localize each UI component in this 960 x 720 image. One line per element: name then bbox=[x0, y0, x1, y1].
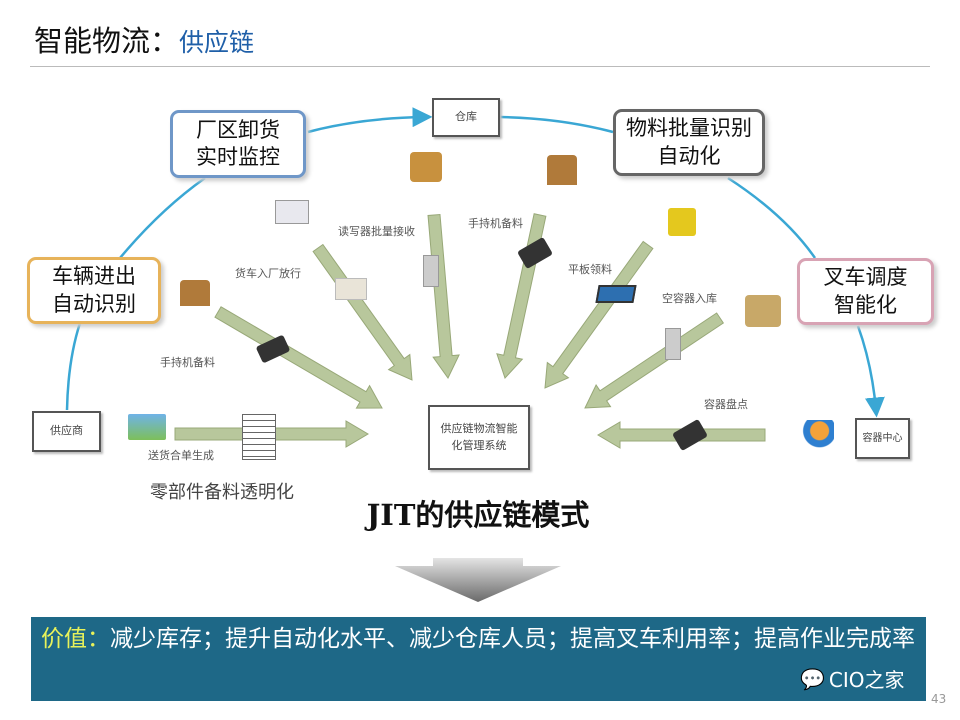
arc-supplier-vehicle bbox=[65, 322, 82, 411]
callout-forklift-dispatch: 叉车调度智能化 bbox=[797, 258, 934, 325]
forklift-icon bbox=[668, 208, 696, 236]
arc-material-forklift bbox=[727, 176, 817, 259]
flow-arrow bbox=[584, 312, 725, 409]
diagram-title: JIT的供应链模式 bbox=[366, 498, 590, 532]
rfid-antenna-icon bbox=[423, 255, 439, 287]
flow-arrow bbox=[544, 240, 654, 389]
label-handheld-left: 手持机备料 bbox=[160, 356, 215, 369]
label-transparency: 零部件备料透明化 bbox=[150, 482, 294, 503]
down-arrow-icon bbox=[395, 558, 561, 602]
boxes-icon bbox=[547, 155, 577, 185]
flow-arrow bbox=[214, 306, 383, 409]
document-icon bbox=[242, 414, 276, 460]
arc-warehouse-material bbox=[499, 115, 614, 134]
flow-arrow bbox=[312, 243, 413, 381]
title-divider bbox=[30, 66, 930, 67]
flow-arrow bbox=[427, 213, 460, 379]
callout-material-recognition: 物料批量识别自动化 bbox=[613, 109, 765, 176]
value-banner: 价值：减少库存；提升自动化水平、减少仓库人员；提高叉车利用率；提高作业完成率 bbox=[31, 617, 926, 701]
forklift-icon bbox=[745, 295, 781, 327]
callout-vehicle-recognition: 车辆进出自动识别 bbox=[27, 257, 161, 324]
delivery-person-icon bbox=[128, 414, 166, 440]
value-label: 价值： bbox=[41, 626, 110, 652]
title-main: 智能物流： bbox=[34, 24, 180, 58]
boxes-icon bbox=[180, 280, 210, 306]
slide-title: 智能物流：供应链 bbox=[34, 18, 254, 60]
label-container-check: 容器盘点 bbox=[704, 398, 748, 411]
arc-forklift-container bbox=[856, 325, 885, 418]
user-laptop-icon bbox=[798, 420, 834, 456]
node-system: 供应链物流智能化管理系统 bbox=[428, 405, 530, 470]
node-supplier: 供应商 bbox=[32, 411, 101, 452]
wechat-icon: 💬 bbox=[800, 666, 825, 691]
value-text: 减少库存；提升自动化水平、减少仓库人员；提高叉车利用率；提高作业完成率 bbox=[110, 626, 915, 652]
title-sub: 供应链 bbox=[179, 28, 255, 57]
node-container-center: 容器中心 bbox=[855, 418, 910, 459]
node-warehouse: 仓库 bbox=[432, 98, 500, 137]
callout-unload-monitoring: 厂区卸货实时监控 bbox=[170, 110, 306, 178]
label-handheld-top: 手持机备料 bbox=[468, 217, 523, 230]
page-number: 43 bbox=[931, 692, 947, 706]
pallet-icon bbox=[410, 152, 442, 182]
watermark-text: CIO之家 bbox=[828, 668, 905, 692]
label-truck: 货车入厂放行 bbox=[235, 267, 301, 280]
truck-icon bbox=[275, 200, 309, 224]
watermark: 💬CIO之家 bbox=[800, 664, 905, 693]
tablet-icon bbox=[595, 285, 637, 303]
label-empty-container: 空容器入库 bbox=[662, 292, 717, 305]
label-reader: 读写器批量接收 bbox=[338, 225, 415, 238]
label-tablet: 平板领料 bbox=[568, 263, 612, 276]
rfid-antenna-icon bbox=[665, 328, 681, 360]
rfid-reader-icon bbox=[335, 278, 367, 300]
arc-vehicle-unload bbox=[119, 176, 206, 259]
arc-unload-warehouse bbox=[307, 107, 433, 134]
label-delivery: 送货合单生成 bbox=[148, 449, 214, 462]
